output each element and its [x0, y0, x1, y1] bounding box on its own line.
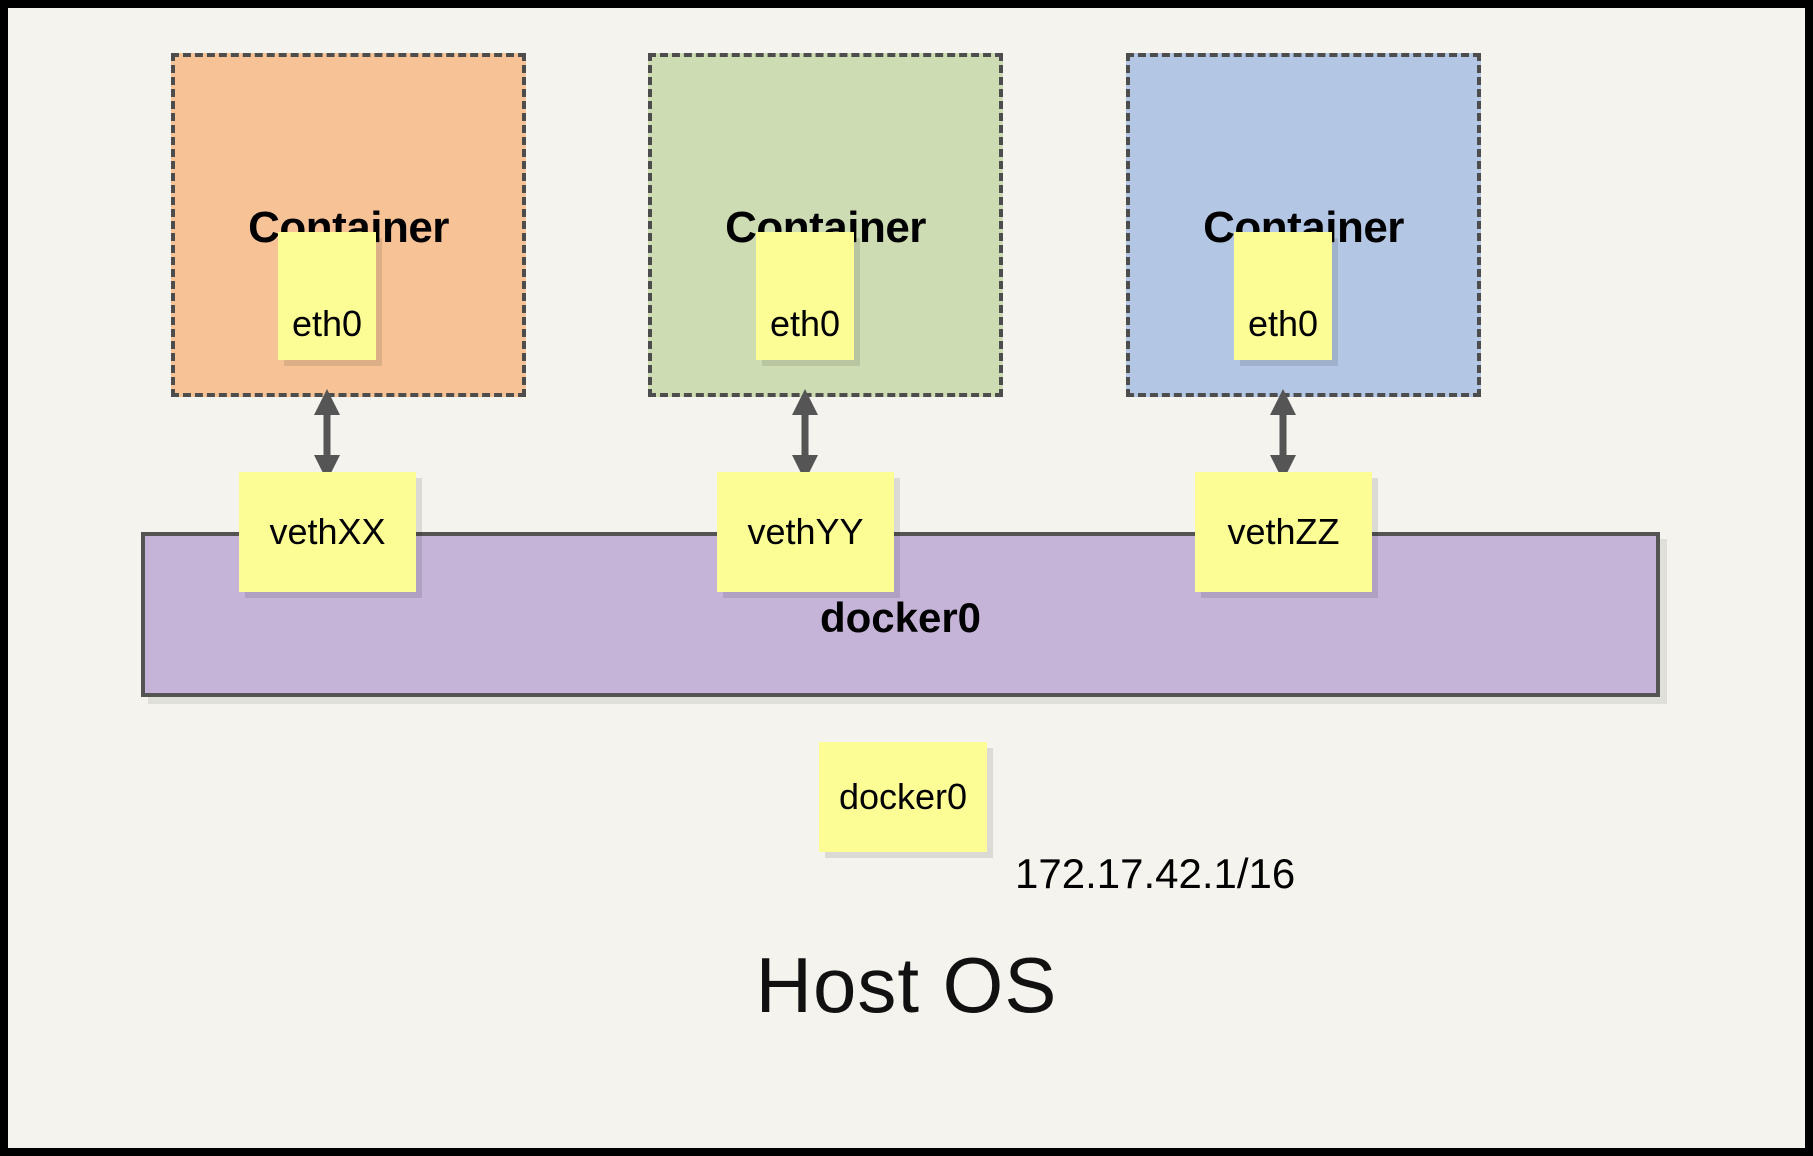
host-os-label: Host OS — [755, 941, 1058, 1029]
docker0-ip-label: 172.17.42.1/16 — [1015, 850, 1296, 897]
veth-label-2: vethYY — [747, 511, 864, 552]
eth0-label-1: eth0 — [291, 303, 363, 344]
veth-link-arrow-3 — [1270, 389, 1296, 481]
eth0-interface-box-3: eth0 — [1234, 232, 1332, 360]
eth0-label-2: eth0 — [769, 303, 841, 344]
veth-link-arrow-1 — [314, 389, 340, 481]
docker0-interface-label: docker0 — [838, 776, 968, 817]
veth-box-3: vethZZ — [1195, 472, 1372, 592]
diagram-canvas: Container eth0 Container eth0 Container … — [8, 8, 1805, 1148]
eth0-interface-box-1: eth0 — [278, 232, 376, 360]
eth0-label-3: eth0 — [1247, 303, 1319, 344]
docker0-bridge-label: docker0 — [819, 594, 982, 641]
veth-label-1: vethXX — [269, 511, 386, 552]
docker0-interface-box: docker0 — [819, 742, 987, 852]
eth0-interface-box-2: eth0 — [756, 232, 854, 360]
veth-box-1: vethXX — [239, 472, 416, 592]
veth-box-2: vethYY — [717, 472, 894, 592]
veth-label-3: vethZZ — [1227, 511, 1340, 552]
veth-link-arrow-2 — [792, 389, 818, 481]
